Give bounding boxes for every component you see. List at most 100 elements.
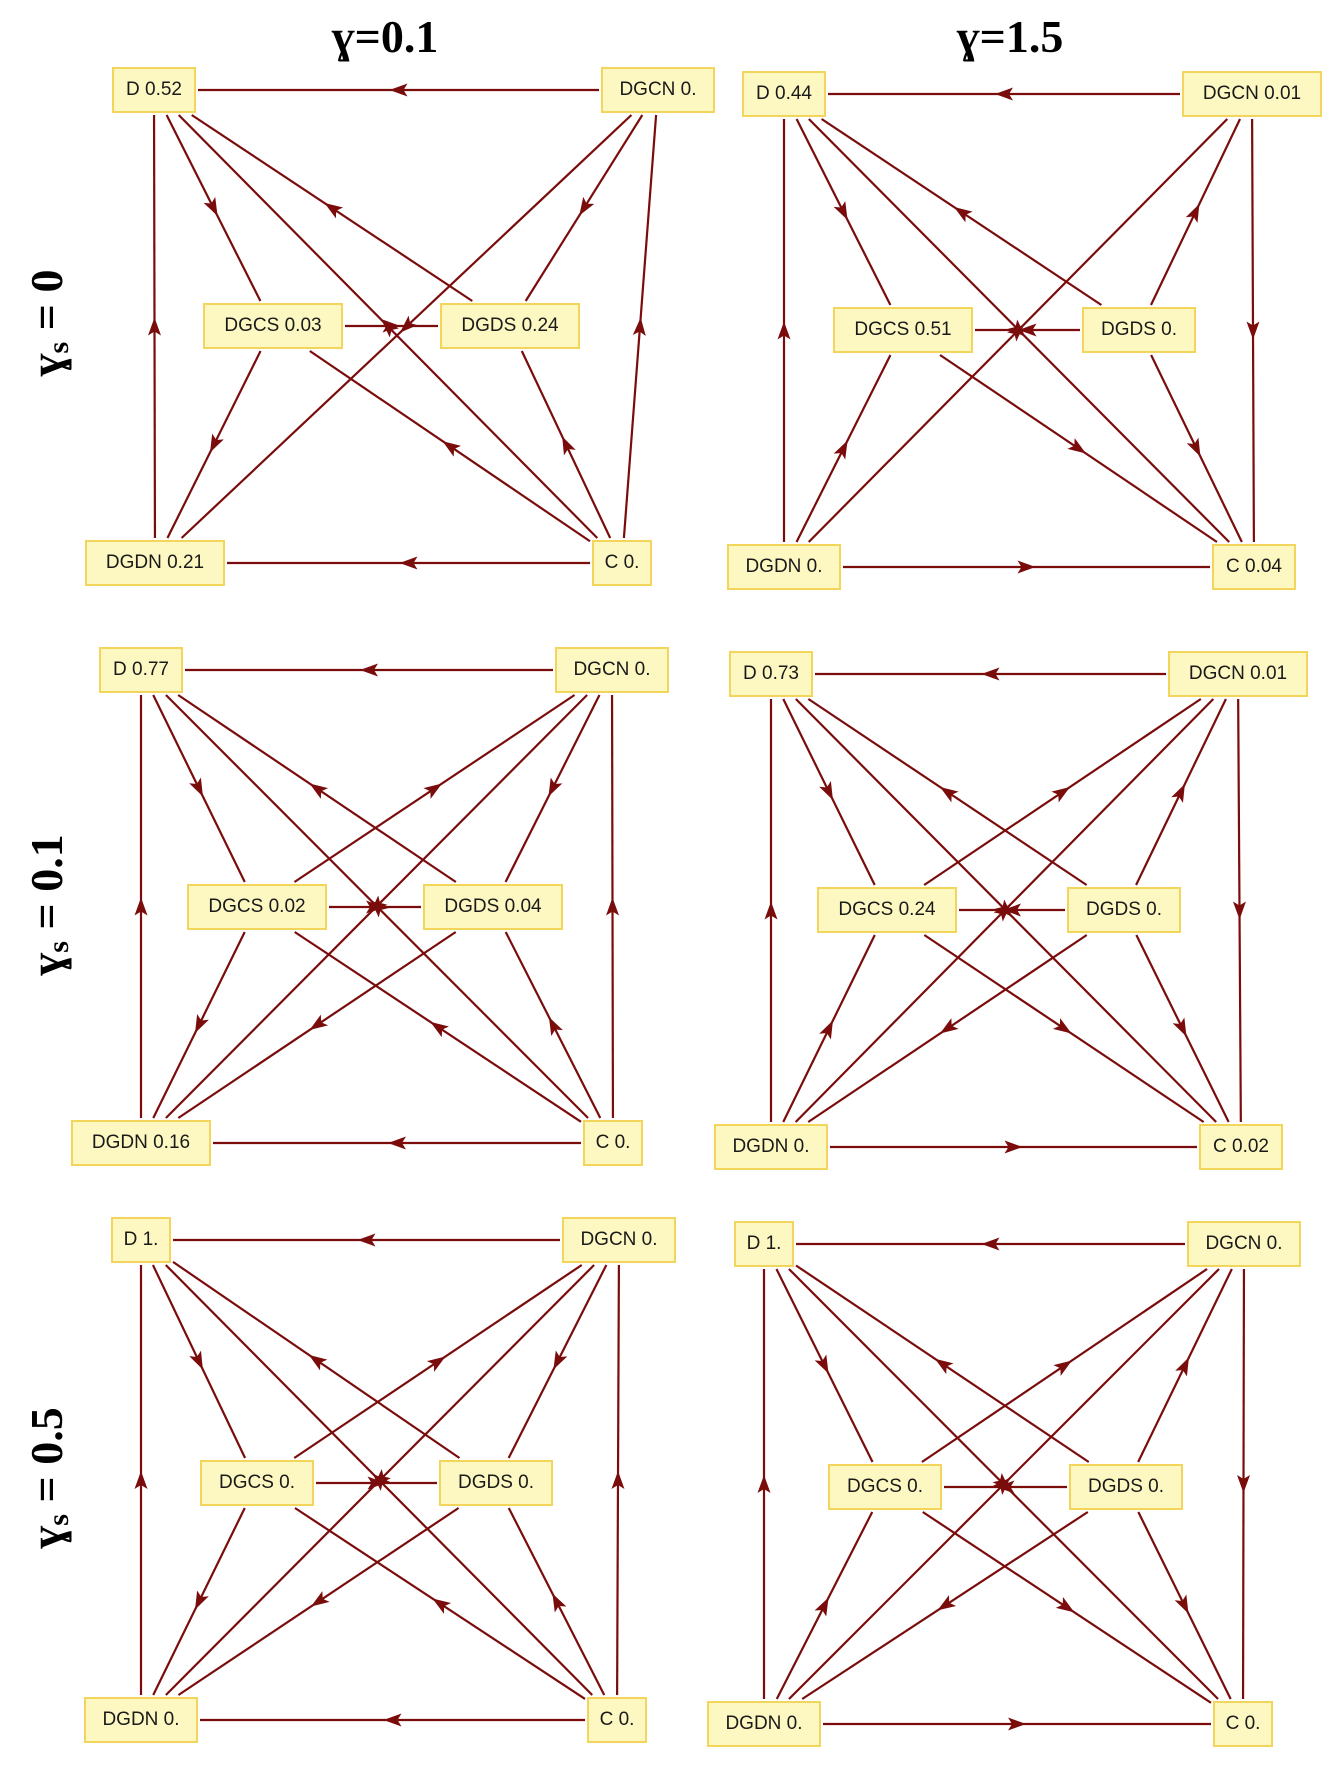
- arrowhead-icon: [548, 1016, 563, 1036]
- node-dgdn: DGDN 0.: [727, 544, 841, 590]
- arrowhead-icon: [1186, 437, 1201, 457]
- node-dgcs: DGCS 0.: [828, 1464, 942, 1510]
- arrowhead-icon: [757, 1475, 771, 1493]
- column-title-gamma-0-1: ɣ=0.1: [331, 11, 439, 62]
- node-d: D 1.: [111, 1217, 171, 1263]
- arrowhead-icon: [1237, 1474, 1251, 1493]
- arrowhead-icon: [367, 1476, 386, 1490]
- arrowhead-icon: [442, 441, 462, 457]
- node-dgds: DGDS 0.: [439, 1460, 553, 1506]
- arrowhead-icon: [432, 1598, 452, 1614]
- arrowhead-icon: [764, 901, 778, 920]
- arrowhead-icon: [548, 777, 563, 797]
- arrowhead-icon: [632, 317, 646, 336]
- arrowhead-icon: [309, 783, 329, 799]
- node-c: C 0.04: [1212, 544, 1296, 590]
- node-dgcn: DGCN 0.: [601, 67, 715, 113]
- node-dgdn: DGDN 0.21: [85, 540, 225, 586]
- arrowhead-icon: [357, 1233, 376, 1247]
- panel-gs0-g01-edges: [148, 83, 658, 570]
- arrowhead-icon: [209, 433, 224, 453]
- node-d: D 1.: [734, 1221, 794, 1267]
- arrowhead-icon: [195, 1014, 209, 1034]
- arrowhead-icon: [1052, 1018, 1072, 1034]
- panel-gs05-g15-edges: [757, 1237, 1251, 1731]
- node-dgcs: DGCS 0.24: [817, 887, 957, 933]
- node-dgds: DGDS 0.04: [423, 884, 563, 930]
- node-dgcs: DGCS 0.51: [833, 307, 973, 353]
- node-dgdn: DGDN 0.: [84, 1697, 198, 1743]
- arrowhead-icon: [996, 1480, 1015, 1494]
- arrowhead-icon: [383, 1713, 402, 1727]
- arrowhead-icon: [1008, 1717, 1026, 1731]
- panel-gs01-g15-edges: [764, 667, 1246, 1154]
- node-c: C 0.02: [1199, 1124, 1283, 1170]
- arrowhead-icon: [366, 900, 384, 914]
- node-c: C 0.: [1213, 1701, 1273, 1747]
- panel-gs05-g01-edges: [134, 1233, 625, 1727]
- node-dgdn: DGDN 0.: [707, 1701, 821, 1747]
- arrowhead-icon: [189, 777, 203, 797]
- arrowhead-icon: [399, 556, 418, 570]
- arrowhead-icon: [1246, 321, 1260, 340]
- node-dgcn: DGCN 0.01: [1168, 651, 1308, 697]
- arrowhead-icon: [430, 1021, 449, 1038]
- arrowhead-icon: [1172, 1017, 1187, 1037]
- arrowhead-icon: [995, 87, 1013, 101]
- arrowhead-icon: [1008, 319, 1026, 337]
- node-dgds: DGDS 0.: [1069, 1464, 1183, 1510]
- node-d: D 0.73: [729, 651, 813, 697]
- arrowhead-icon: [995, 899, 1013, 917]
- node-dgds: DGDS 0.: [1067, 887, 1181, 933]
- node-dgdn: DGDN 0.: [714, 1124, 828, 1170]
- arrowhead-icon: [1174, 1594, 1189, 1614]
- node-c: C 0.: [583, 1120, 643, 1166]
- arrowhead-icon: [1067, 438, 1086, 454]
- column-title-gamma-1-5: ɣ=1.5: [956, 11, 1064, 62]
- node-dgcn: DGCN 0.: [555, 647, 669, 693]
- node-c: C 0.: [587, 1697, 647, 1743]
- arrowhead-icon: [309, 1014, 329, 1031]
- node-dgcn: DGCN 0.01: [1182, 71, 1322, 117]
- arrowhead-icon: [611, 1471, 625, 1490]
- arrowhead-icon: [814, 1597, 829, 1617]
- arrowhead-icon: [1017, 560, 1036, 574]
- arrowhead-icon: [1018, 323, 1037, 337]
- node-d: D 0.52: [112, 67, 196, 113]
- arrowhead-icon: [324, 203, 344, 219]
- arrowhead-icon: [819, 1020, 833, 1040]
- panel-gs0-g15-edges: [777, 87, 1260, 574]
- arrowhead-icon: [937, 1595, 957, 1611]
- node-dgds: DGDS 0.24: [440, 303, 580, 349]
- arrowhead-icon: [203, 197, 218, 217]
- arrowhead-icon: [1051, 786, 1070, 803]
- node-dgcs: DGCS 0.03: [203, 303, 343, 349]
- arrowhead-icon: [1232, 901, 1246, 920]
- arrowhead-icon: [777, 321, 791, 340]
- node-c: C 0.: [592, 540, 652, 586]
- arrowhead-icon: [934, 1358, 954, 1375]
- node-dgcn: DGCN 0.: [562, 1217, 676, 1263]
- arrowhead-icon: [562, 436, 576, 456]
- arrowhead-icon: [1055, 1597, 1075, 1613]
- arrowhead-icon: [981, 1237, 1000, 1251]
- arrowhead-icon: [426, 1356, 446, 1372]
- arrowhead-icon: [940, 786, 959, 803]
- arrowhead-icon: [553, 1350, 568, 1370]
- node-dgdn: DGDN 0.16: [71, 1120, 211, 1166]
- arrowhead-icon: [148, 317, 162, 336]
- arrowhead-icon: [1171, 783, 1185, 803]
- arrowhead-icon: [606, 897, 620, 916]
- node-dgcs: DGCS 0.: [200, 1460, 314, 1506]
- arrowhead-icon: [1175, 1357, 1189, 1377]
- arrowhead-icon: [833, 440, 848, 460]
- arrowhead-icon: [382, 319, 401, 333]
- arrowhead-icon: [579, 196, 595, 216]
- node-d: D 0.44: [742, 71, 826, 117]
- arrowhead-icon: [134, 1471, 148, 1489]
- arrowhead-icon: [1004, 1140, 1023, 1154]
- arrowhead-icon: [552, 1593, 567, 1613]
- arrowhead-icon: [981, 667, 1000, 681]
